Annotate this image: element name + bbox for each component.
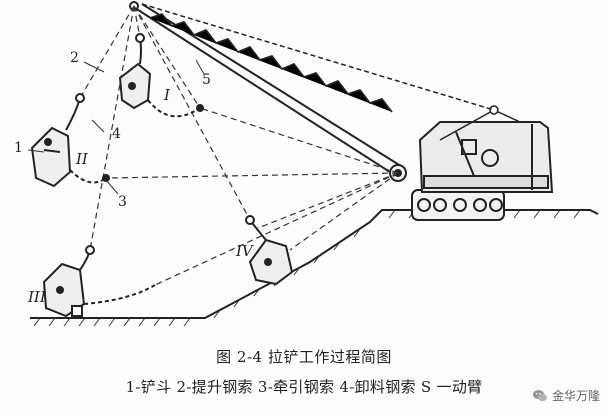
label-1: 1	[14, 140, 23, 156]
gantry-pendant	[141, 3, 521, 141]
label-3: 3	[118, 194, 127, 210]
label-position-i: I	[163, 86, 171, 104]
excavator-tracks	[411, 189, 505, 221]
figure-legend: 1-铲斗 2-提升钢索 3-牵引钢索 4-卸料钢索 S 一动臂	[125, 378, 483, 396]
bucket-position-iv	[245, 215, 294, 286]
drag-ropes	[105, 107, 399, 286]
label-4: 4	[112, 126, 121, 142]
bucket-position-ii	[30, 93, 110, 188]
watermark-text: 金华万隆	[551, 389, 600, 403]
label-2: 2	[70, 50, 79, 66]
excavator-house	[418, 121, 554, 193]
wechat-bubble-icon	[532, 389, 547, 401]
bucket-position-i	[118, 33, 204, 118]
figure-title: 图 2-4 拉铲工作过程简图	[216, 348, 392, 366]
ground-profile	[30, 209, 599, 319]
ground-hatching	[33, 209, 581, 327]
boom	[131, 3, 405, 177]
label-position-ii: II	[75, 150, 89, 168]
watermark: 金华万隆	[532, 387, 600, 404]
dragline-diagram: 1 2 3 4 5 I II III IV	[14, 1, 599, 327]
callout-leaders	[27, 59, 205, 195]
bucket-position-iii	[42, 245, 156, 318]
label-position-iv: IV	[235, 242, 255, 260]
label-position-iii: III	[27, 288, 47, 306]
boom-lattice	[149, 13, 393, 113]
label-5: 5	[202, 72, 211, 88]
